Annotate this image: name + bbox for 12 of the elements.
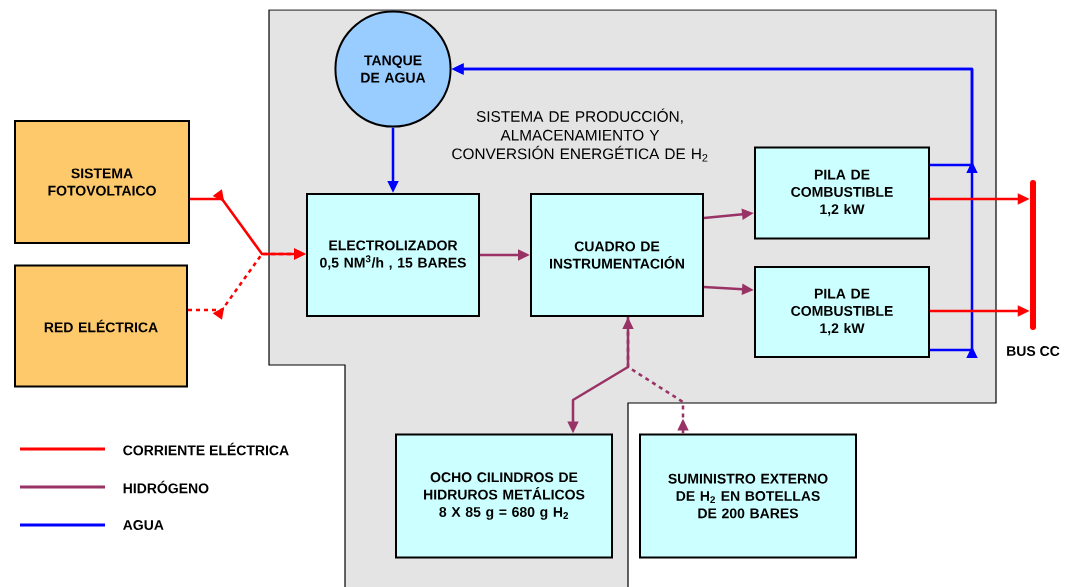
legend-label: AGUA xyxy=(123,520,164,530)
bus-bar xyxy=(1030,180,1036,330)
process-box: ELECTROLIZADOR 0,5 NM$^{3}$/h , 15 BARES xyxy=(306,193,480,317)
process-box: SUMINISTRO EXTERNO DE H$_{2}$ EN BOTELLAS DE 200 BARES xyxy=(639,433,857,559)
process-box: OCHO CILINDROS DE HIDRUROS METÁLICOS 8 X 85 g = 680 g H$_{2}$ xyxy=(395,433,613,559)
bus-label: BUS CC xyxy=(1007,346,1060,356)
process-box: CUADRO DE INSTRUMENTACIÓN xyxy=(530,193,704,317)
process-box: PILA DE COMBUSTIBLE 1,2 kW xyxy=(754,146,930,240)
legend-label: HIDRÓGENO xyxy=(123,480,209,494)
process-box: SISTEMA FOTOVOLTAICO xyxy=(14,120,190,244)
process-box: PILA DE COMBUSTIBLE 1,2 kW xyxy=(754,266,930,358)
process-box: RED ELÉCTRICA xyxy=(14,264,188,388)
